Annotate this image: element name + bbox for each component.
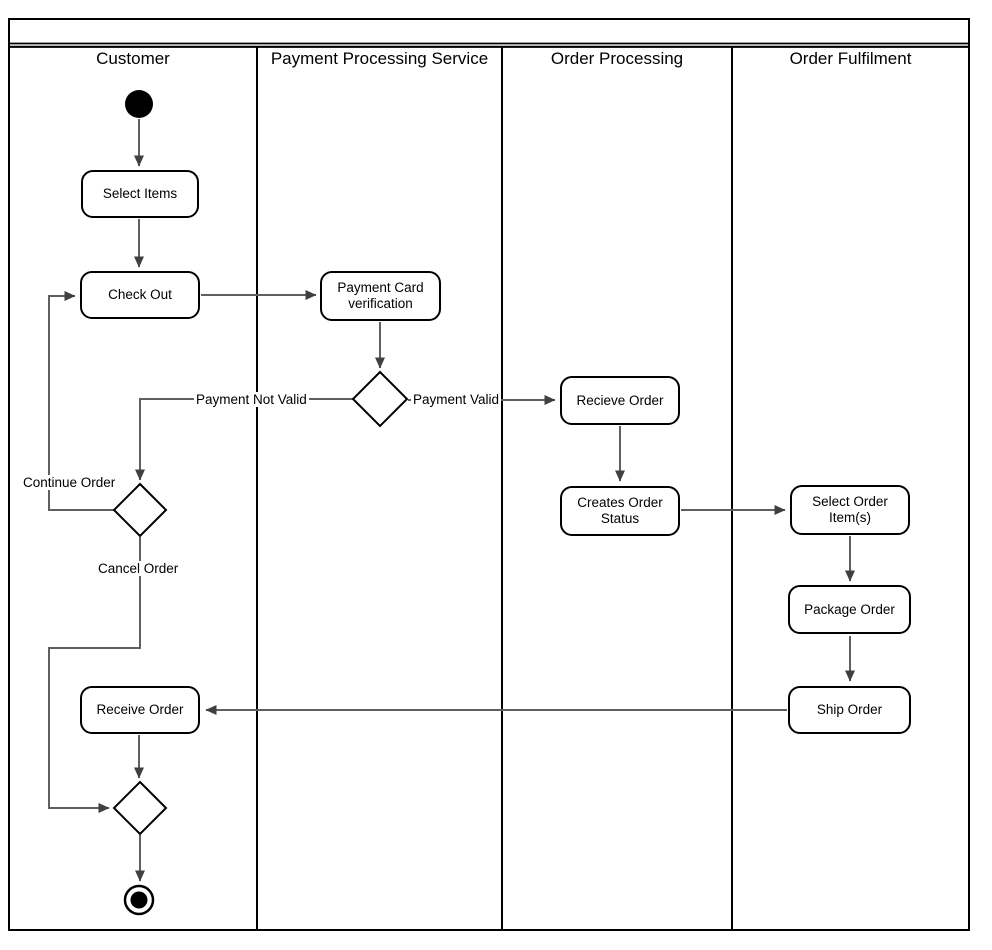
edge-payment-not-valid [135, 398, 353, 481]
activity-package-order: Package Order [788, 585, 911, 634]
pool-frame [8, 18, 970, 931]
continue-cancel-decision-diamond [112, 482, 168, 538]
payment-decision-diamond [351, 370, 409, 428]
edge-cancel-order [48, 537, 141, 813]
merge-diamond [112, 780, 168, 836]
activity-creates-order-status: Creates Order Status [560, 486, 680, 536]
activity-ship-order: Ship Order [788, 686, 911, 734]
lane-header-payment-processing-service: Payment Processing Service [270, 49, 489, 68]
edge-label-cancel-order: Cancel Order [96, 561, 181, 576]
lane-header-customer: Customer [96, 49, 170, 68]
activity-receive-order: Receive Order [80, 686, 200, 734]
final-node-inner-dot [130, 891, 148, 909]
activity-payment-card-verification: Payment Card verification [320, 271, 441, 321]
activity-recieve-order: Recieve Order [560, 376, 680, 425]
initial-node [125, 90, 153, 118]
edge-continue-order-loop [48, 291, 114, 511]
activity-select-order-items: Select Order Item(s) [790, 485, 910, 535]
edge-label-payment-valid: Payment Valid [411, 392, 502, 407]
activity-check-out: Check Out [80, 271, 200, 319]
lane-header-order-fulfilment: Order Fulfilment [789, 49, 912, 68]
lane-header-order-processing: Order Processing [550, 49, 684, 68]
edge-label-payment-not-valid: Payment Not Valid [194, 392, 309, 407]
activity-select-items: Select Items [81, 170, 199, 218]
edge-label-continue-order: Continue Order [21, 475, 118, 490]
